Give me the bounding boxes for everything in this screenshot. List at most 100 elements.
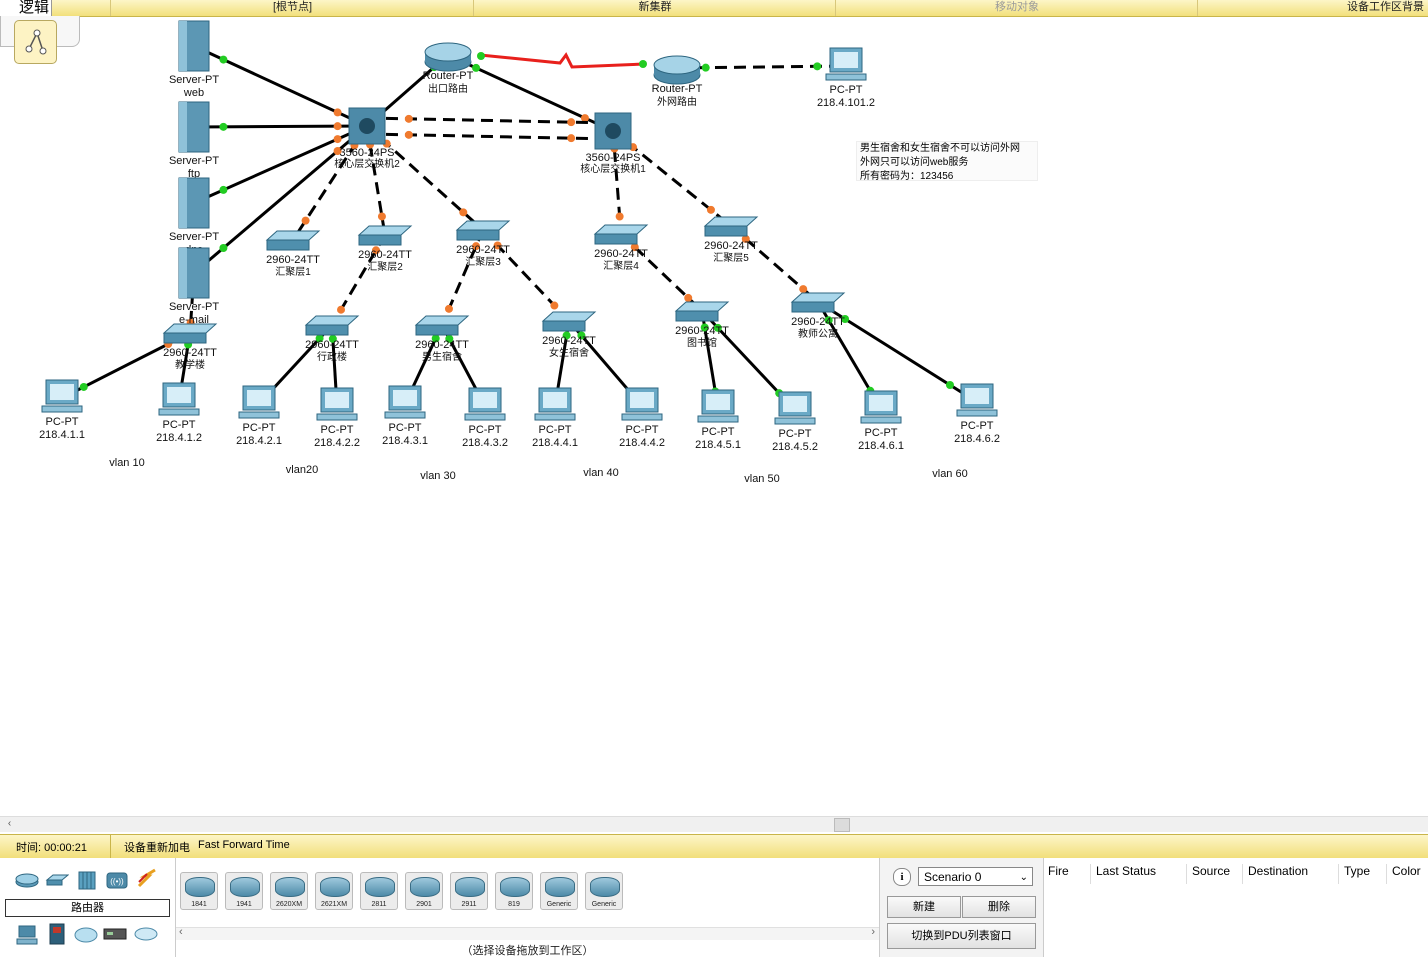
info-icon[interactable]: i bbox=[893, 868, 911, 886]
pc-type-label: PC-PT bbox=[46, 416, 79, 428]
switch-icon[interactable] bbox=[414, 315, 470, 326]
switch-icon[interactable] bbox=[162, 323, 218, 334]
device-scroll-right-icon[interactable]: › bbox=[871, 926, 875, 938]
logic-tab[interactable]: 逻辑 bbox=[0, 0, 52, 16]
device-model-2621xm-button[interactable]: 2621XM bbox=[315, 872, 353, 910]
switch-icon[interactable] bbox=[703, 216, 759, 227]
switch-icon-front bbox=[305, 324, 349, 336]
logical-workspace[interactable]: Server-PTwebServer-PTftpServer-PTdnsServ… bbox=[0, 17, 1428, 816]
port-status-light bbox=[799, 285, 808, 294]
port-status-light bbox=[333, 108, 342, 117]
switch-icon[interactable] bbox=[304, 315, 360, 326]
column-type[interactable]: Type bbox=[1344, 864, 1371, 878]
pc-type-label: PC-PT bbox=[779, 428, 812, 440]
switch-icon-front bbox=[456, 229, 500, 241]
switch-icon[interactable] bbox=[357, 225, 413, 236]
workspace-background-button[interactable]: 设备工作区背景 bbox=[1197, 0, 1428, 16]
device-model-generic-button[interactable]: Generic bbox=[540, 872, 578, 910]
port-status-light bbox=[472, 242, 481, 251]
router-type-label: Router-PT bbox=[423, 70, 474, 82]
routers-category-icon[interactable] bbox=[15, 870, 39, 890]
device-model-1941-button[interactable]: 1941 bbox=[225, 872, 263, 910]
switch-icon-front bbox=[675, 310, 719, 322]
switch-icon[interactable] bbox=[541, 311, 597, 322]
port-status-light bbox=[713, 323, 722, 332]
device-model-2911-button[interactable]: 2911 bbox=[450, 872, 488, 910]
device-model-2620xm-button[interactable]: 2620XM bbox=[270, 872, 308, 910]
switch-icon[interactable] bbox=[790, 292, 846, 303]
device-model-1841-button[interactable]: 1841 bbox=[180, 872, 218, 910]
router-type-label: Router-PT bbox=[652, 83, 703, 95]
pc-type-label: PC-PT bbox=[469, 424, 502, 436]
device-scroll-left-icon[interactable]: ‹ bbox=[179, 926, 183, 938]
switch-icon[interactable] bbox=[674, 301, 730, 312]
device-model-2901-button[interactable]: 2901 bbox=[405, 872, 443, 910]
pc-type-label: PC-PT bbox=[243, 422, 276, 434]
pc-screen bbox=[473, 392, 497, 408]
device-list-scrollbar[interactable]: ‹ › bbox=[176, 926, 879, 940]
end-devices-category-icon[interactable] bbox=[15, 924, 39, 945]
pc-screen bbox=[543, 392, 567, 408]
router-icon bbox=[590, 877, 620, 897]
delete-scenario-button[interactable]: 删除 bbox=[962, 896, 1036, 918]
router-icon bbox=[230, 877, 260, 897]
note-line-3: 所有密码为：123456 bbox=[860, 171, 954, 181]
power-cycle-button[interactable]: 设备重新加电 bbox=[124, 842, 190, 854]
device-category-panel: ((•)) 路由器 bbox=[0, 858, 176, 957]
multilayer-switch-hub bbox=[605, 123, 621, 139]
switch-type-label: 2960-24TT bbox=[266, 254, 320, 266]
router-icon bbox=[365, 877, 395, 897]
pc-type-label: PC-PT bbox=[163, 419, 196, 431]
new-cluster-button[interactable]: 新集群 bbox=[473, 0, 836, 16]
hubs-category-icon[interactable] bbox=[75, 870, 99, 890]
switch-icon[interactable] bbox=[455, 220, 511, 231]
device-model-generic-button[interactable]: Generic bbox=[585, 872, 623, 910]
logical-view-icon[interactable] bbox=[14, 20, 57, 64]
device-model-label: Generic bbox=[546, 901, 572, 908]
wan-emulation-category-icon[interactable] bbox=[73, 924, 98, 944]
root-node-button[interactable]: [根节点] bbox=[110, 0, 474, 16]
new-scenario-button[interactable]: 新建 bbox=[887, 896, 961, 918]
switch-name-label: 核心层交换机2 bbox=[334, 157, 400, 170]
switch-name-label: 男生宿舍 bbox=[422, 350, 462, 363]
switch-name-label: 汇聚层4 bbox=[603, 259, 639, 272]
multiuser-category-icon[interactable] bbox=[133, 924, 158, 944]
scroll-thumb[interactable] bbox=[834, 818, 850, 832]
column-source[interactable]: Source bbox=[1192, 864, 1231, 878]
note-text-box[interactable]: 男生宿舍和女生宿舍不可以访问外网 外网只可以访问web服务 所有密码为：1234… bbox=[856, 141, 1038, 181]
column-last-status[interactable]: Last Status bbox=[1096, 864, 1157, 878]
move-object-button[interactable]: 移动对象 bbox=[835, 0, 1198, 16]
toggle-pdu-list-button[interactable]: 切换到PDU列表窗口 bbox=[887, 923, 1036, 949]
wireless-category-icon[interactable]: ((•)) bbox=[105, 870, 129, 890]
selected-category-label: 路由器 bbox=[5, 899, 170, 917]
switch-icon[interactable] bbox=[265, 230, 321, 241]
column-fire[interactable]: Fire bbox=[1048, 864, 1069, 878]
workspace-horizontal-scrollbar[interactable]: ‹ bbox=[0, 816, 1428, 832]
scenario-panel: i Scenario 0 ⌄ 新建 删除 切换到PDU列表窗口 bbox=[880, 858, 1042, 957]
security-category-icon[interactable] bbox=[45, 922, 69, 945]
switch-type-label: 2960-24TT bbox=[305, 339, 359, 351]
pc-type-label: PC-PT bbox=[626, 424, 659, 436]
serial-wan-link[interactable] bbox=[479, 52, 646, 69]
port-status-light bbox=[562, 331, 571, 340]
network-link[interactable] bbox=[366, 132, 614, 141]
switch-name-label: 核心层交换机1 bbox=[580, 162, 646, 175]
switch-icon[interactable] bbox=[593, 224, 649, 235]
scenario-select[interactable]: Scenario 0 ⌄ bbox=[918, 867, 1033, 886]
switches-category-icon[interactable] bbox=[45, 870, 70, 890]
device-model-2811-button[interactable]: 2811 bbox=[360, 872, 398, 910]
switch-name-label: 汇聚层2 bbox=[367, 260, 403, 273]
column-color[interactable]: Color bbox=[1392, 864, 1421, 878]
switch-type-label: 2960-24TT bbox=[704, 240, 758, 252]
column-destination[interactable]: Destination bbox=[1248, 864, 1309, 878]
switch-type-label: 2960-24TT bbox=[456, 244, 510, 256]
custom-devices-category-icon[interactable] bbox=[102, 924, 127, 944]
connections-category-icon[interactable] bbox=[135, 868, 159, 888]
network-topology[interactable]: Server-PTwebServer-PTftpServer-PTdnsServ… bbox=[0, 17, 1428, 816]
scroll-left-icon[interactable]: ‹ bbox=[7, 818, 12, 829]
network-link[interactable] bbox=[366, 116, 614, 125]
fast-forward-button[interactable]: Fast Forward Time bbox=[198, 839, 290, 851]
device-model-819-button[interactable]: 819 bbox=[495, 872, 533, 910]
pc-ip-label: 218.4.4.2 bbox=[619, 437, 665, 449]
